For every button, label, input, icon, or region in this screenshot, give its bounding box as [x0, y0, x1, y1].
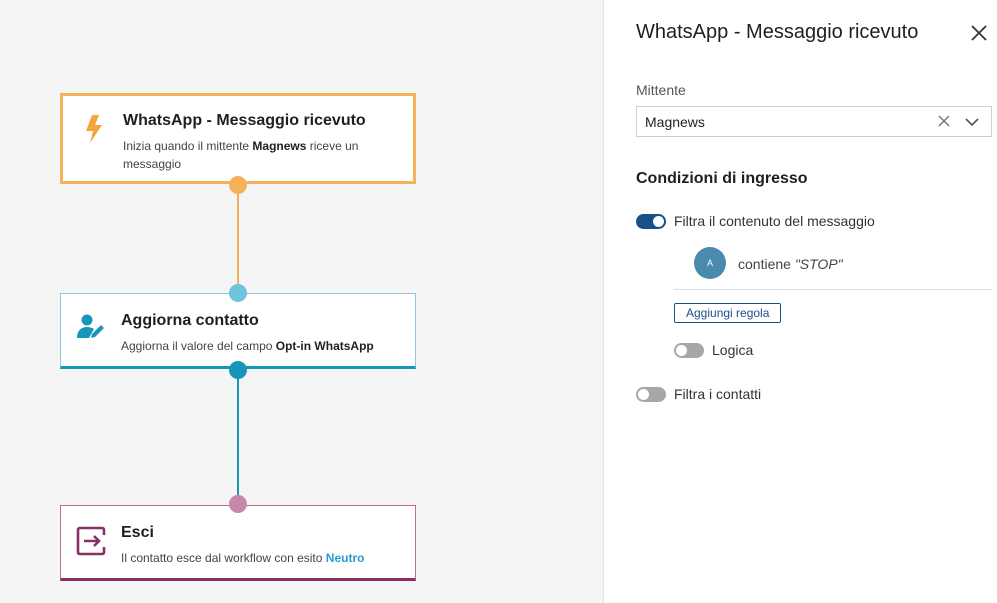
logic-toggle[interactable]: [674, 342, 704, 358]
exit-title: Esci: [121, 524, 154, 541]
exit-input-port[interactable]: [229, 495, 247, 513]
user-edit-icon: [61, 294, 121, 366]
trigger-node[interactable]: WhatsApp - Messaggio ricevuto Inizia qua…: [60, 93, 416, 184]
connector-update-exit: [237, 369, 239, 505]
chevron-down-icon[interactable]: [965, 115, 979, 129]
trigger-description: Inizia quando il mittente Magnews riceve…: [123, 139, 359, 171]
entry-conditions-title: Condizioni di ingresso: [636, 170, 808, 187]
add-rule-button[interactable]: Aggiungi regola: [674, 303, 782, 323]
properties-panel: WhatsApp - Messaggio ricevuto Mittente M…: [603, 0, 997, 603]
filter-contacts-toggle[interactable]: [636, 386, 666, 402]
update-description: Aggiorna il valore del campo Opt-in What…: [121, 339, 374, 353]
sender-select[interactable]: Magnews: [636, 106, 992, 137]
rule-text: contiene "STOP": [738, 256, 843, 272]
clear-icon[interactable]: [937, 114, 951, 128]
workflow-canvas[interactable]: WhatsApp - Messaggio ricevuto Inizia qua…: [0, 0, 603, 603]
exit-description: Il contatto esce dal workflow con esito …: [121, 551, 365, 565]
trigger-title: WhatsApp - Messaggio ricevuto: [123, 112, 366, 129]
filter-message-label: Filtra il contenuto del messaggio: [674, 213, 875, 229]
filter-message-row: Filtra il contenuto del messaggio: [636, 213, 875, 229]
trigger-output-port[interactable]: [229, 176, 247, 194]
filter-contacts-label: Filtra i contatti: [674, 386, 762, 402]
exit-icon: [61, 506, 121, 578]
panel-title: WhatsApp - Messaggio ricevuto: [636, 21, 919, 43]
update-output-port[interactable]: [229, 361, 247, 379]
lightning-icon: [63, 96, 123, 181]
connector-trigger-update: [237, 184, 239, 294]
update-contact-node[interactable]: Aggiorna contatto Aggiorna il valore del…: [60, 293, 416, 369]
close-button[interactable]: [968, 22, 990, 44]
filter-message-toggle[interactable]: [636, 213, 666, 229]
rule-row[interactable]: A contiene "STOP": [674, 245, 992, 290]
rule-avatar: A: [694, 247, 726, 279]
sender-value: Magnews: [645, 113, 705, 130]
logic-label: Logica: [712, 342, 754, 358]
filter-contacts-row: Filtra i contatti: [636, 386, 761, 402]
sender-label: Mittente: [636, 82, 686, 98]
logic-row: Logica: [674, 342, 753, 358]
close-icon: [971, 25, 987, 41]
update-input-port[interactable]: [229, 284, 247, 302]
exit-node[interactable]: Esci Il contatto esce dal workflow con e…: [60, 505, 416, 581]
update-title: Aggiorna contatto: [121, 312, 259, 329]
